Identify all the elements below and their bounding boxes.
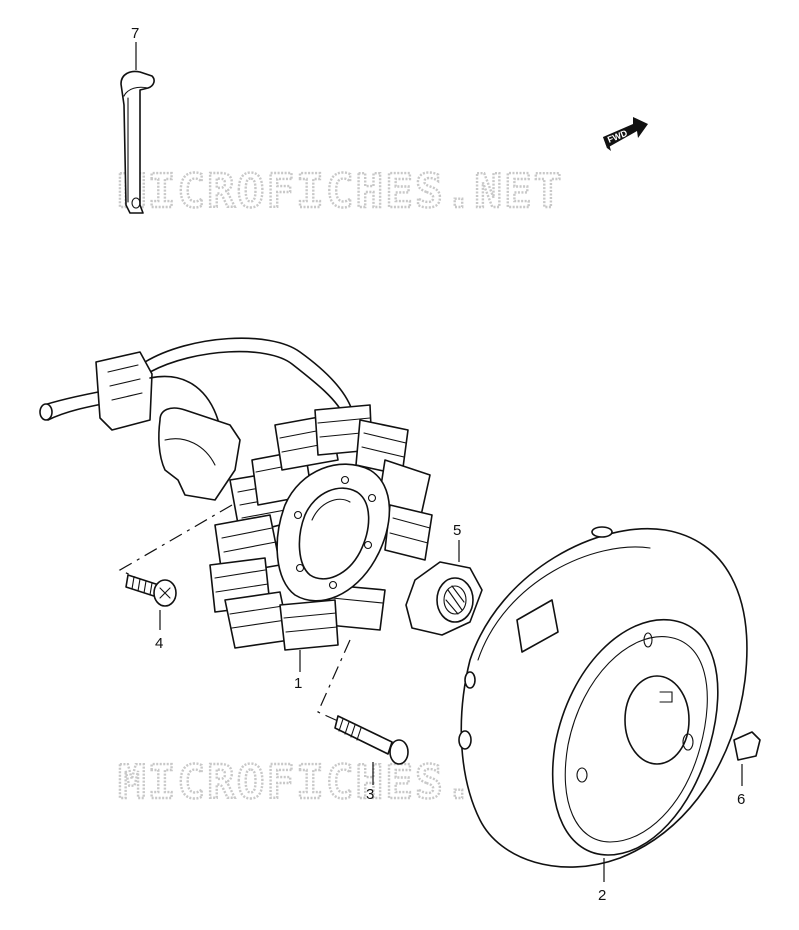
screw-axis-line: [118, 504, 233, 597]
callout-2: 2: [598, 887, 606, 904]
screw-part: [125, 574, 177, 607]
bolt-part: [334, 715, 409, 765]
clamp-part: [120, 70, 155, 214]
stator-ring: [276, 463, 391, 602]
key-part: [733, 731, 761, 761]
callout-5: 5: [453, 522, 461, 539]
callout-6: 6: [737, 791, 745, 808]
watermark-top: MICROFICHES.NET: [118, 164, 563, 218]
fwd-label: FWD: [606, 128, 629, 145]
callout-7: 7: [131, 25, 139, 42]
rotor-part: [458, 526, 748, 868]
stator-wiring: [39, 337, 353, 501]
nut-part: [405, 561, 483, 636]
callout-3: 3: [366, 786, 374, 803]
callout-1: 1: [294, 675, 302, 692]
forward-arrow-icon: FWD: [603, 117, 648, 151]
callout-4: 4: [155, 635, 163, 652]
